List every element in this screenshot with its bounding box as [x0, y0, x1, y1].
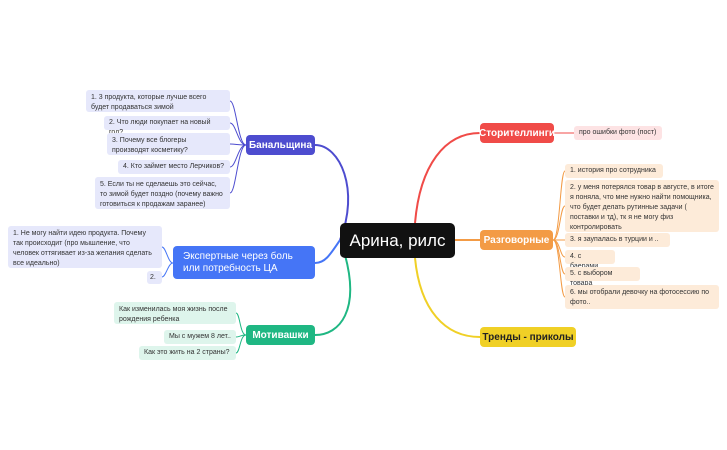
expert-item-2[interactable]: 2. — [147, 271, 162, 284]
talk-item-2[interactable]: 2. у меня потерялся товар в августе, в и… — [565, 180, 719, 232]
motiv-item-3[interactable]: Как это жить на 2 страны? — [139, 346, 236, 360]
talk-item-6[interactable]: 6. мы отобрали девочку на фотосессию по … — [565, 285, 719, 309]
banal-item-2[interactable]: 2. Что люди покупает на новый год? — [104, 116, 230, 136]
link-story — [414, 132, 481, 224]
talk-item-4[interactable]: 4. с баерами — [565, 250, 615, 270]
branch-banal[interactable]: Банальщина — [246, 135, 315, 155]
branch-expert[interactable]: Экспертные через боль или потребность ЦА — [173, 246, 315, 279]
branch-trends[interactable]: Тренды - приколы — [480, 327, 576, 347]
link-motiv — [314, 254, 352, 336]
link-trends — [414, 257, 481, 338]
talk-item-1[interactable]: 1. история про сотрудника — [565, 164, 663, 178]
branch-talk[interactable]: Разговорные — [480, 230, 553, 250]
banal-item-3[interactable]: 3. Почему все блогеры производят космети… — [107, 133, 230, 155]
banal-item-5[interactable]: 5. Если ты не сделаешь это сейчас, то зи… — [95, 177, 230, 209]
expert-item-1[interactable]: 1. Не могу найти идею продукта. Почему т… — [8, 226, 162, 268]
banal-item-4[interactable]: 4. Кто займет место Лерчиков? — [118, 160, 230, 174]
story-item-1[interactable]: про ошибки фото (пост) — [574, 126, 662, 140]
link-expert — [314, 239, 341, 264]
branch-motiv[interactable]: Мотивашки — [246, 325, 315, 345]
banal-item-1[interactable]: 1. 3 продукта, которые лучше всего будет… — [86, 90, 230, 112]
central-topic[interactable]: Арина, рилс — [340, 223, 455, 258]
branch-story[interactable]: Сторителлинги — [479, 123, 555, 143]
motiv-item-2[interactable]: Мы с мужем 8 лет.. — [164, 330, 236, 344]
talk-item-5[interactable]: 5. с выбором товара — [565, 267, 640, 287]
talk-item-3[interactable]: 3. я заупалась в турции и .. — [565, 233, 670, 247]
motiv-item-1[interactable]: Как изменилась моя жизнь после рождения … — [114, 302, 236, 324]
